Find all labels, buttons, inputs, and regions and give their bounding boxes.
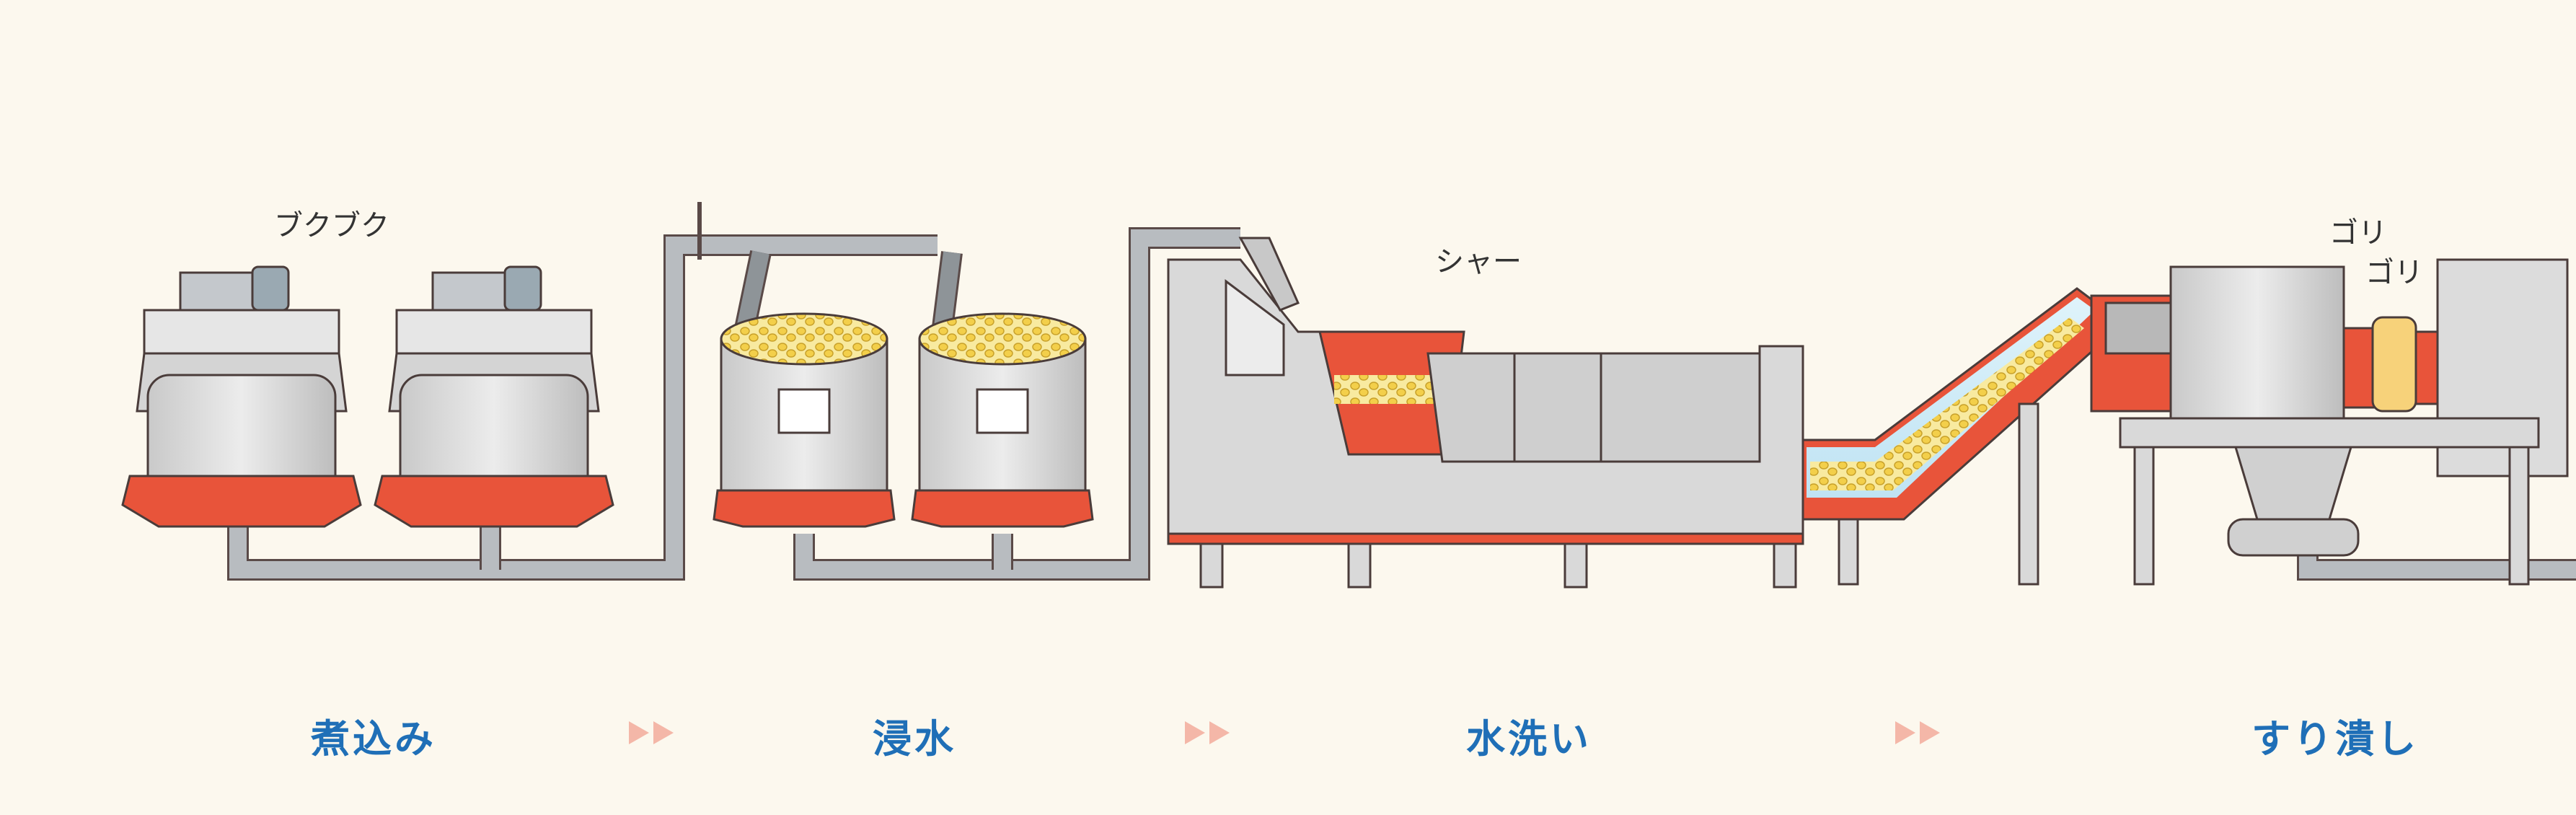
soak-tank-2 <box>911 312 1094 528</box>
flow-arrow-icon <box>629 721 674 744</box>
boil-pot-1 <box>121 265 362 528</box>
stage-label-boil: 煮込み <box>311 716 436 762</box>
boil-sfx: ブクブク <box>274 209 389 242</box>
flow-arrow-icon <box>1185 721 1230 744</box>
boil-pot-2 <box>374 265 614 528</box>
water-sfx: シャー <box>1435 245 1522 278</box>
stage-label-wash: 水洗い <box>1466 716 1592 762</box>
grinder-machine <box>2090 258 2569 586</box>
flow-arrow-icon <box>1895 721 1940 744</box>
soak-tank-1 <box>713 312 896 528</box>
grind-sfx-2: ゴリ <box>2365 256 2423 289</box>
incline-conveyor <box>1801 287 2107 586</box>
stage-label-soak: 浸水 <box>873 716 956 762</box>
stage-label-grind: すり潰し <box>2251 716 2419 762</box>
washing-machine <box>1167 237 1804 589</box>
grind-sfx-1: ゴリ <box>2329 216 2387 250</box>
